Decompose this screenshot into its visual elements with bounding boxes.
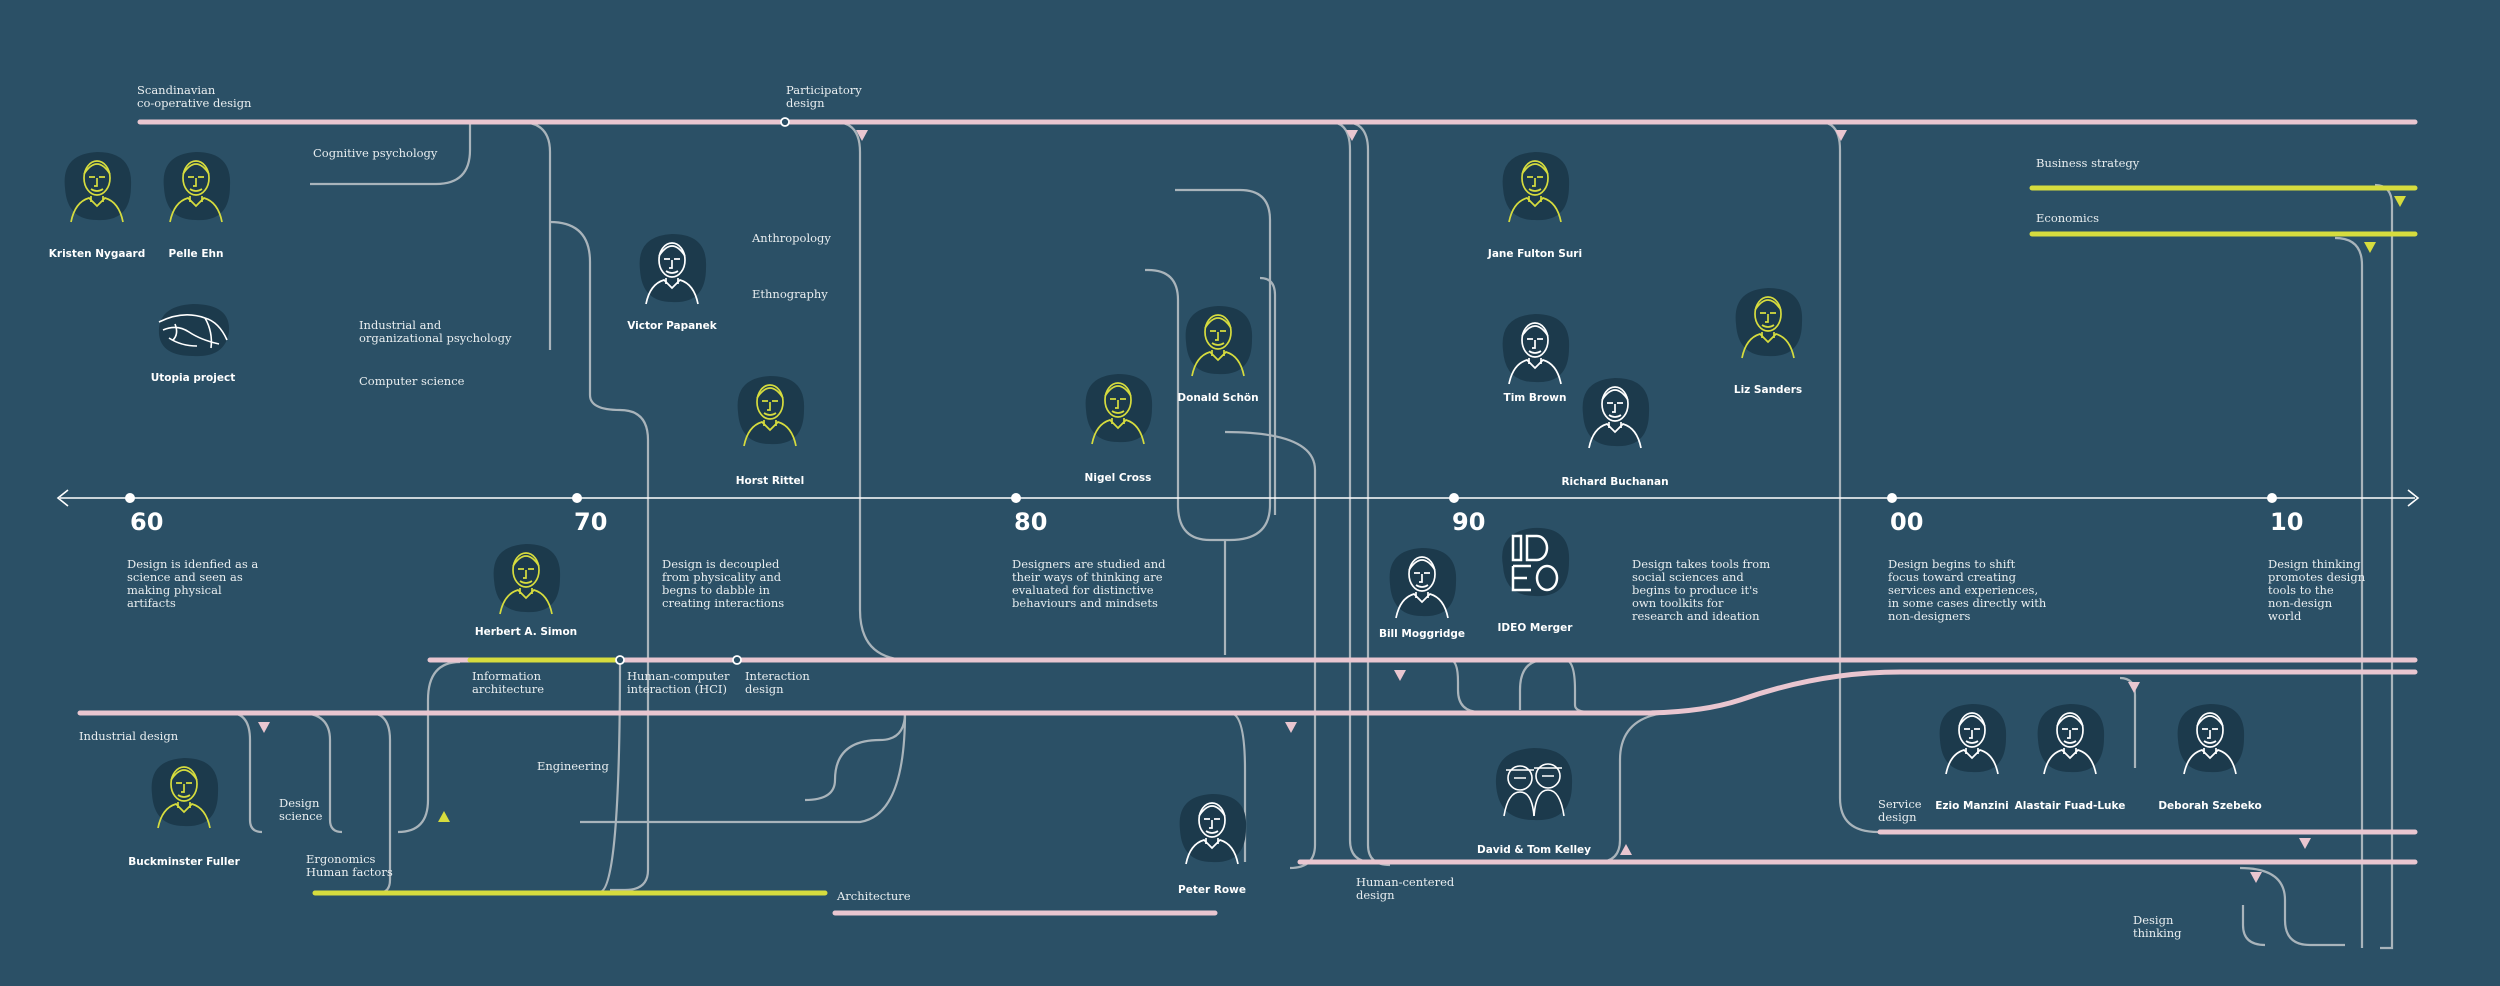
jane-fulton-suri-portrait-icon	[1495, 146, 1575, 226]
stream-label-ergonomics: Ergonomics Human factors	[306, 852, 393, 879]
person-name-label: Victor Papanek	[627, 320, 717, 332]
stream-label-anthropology: Anthropology	[752, 231, 831, 245]
liz-sanders-portrait-icon	[1728, 282, 1808, 362]
stream-label-information-architecture: Information architecture	[472, 669, 545, 696]
decade-80-label: 80	[1014, 508, 1048, 536]
direction-markers	[258, 130, 2406, 883]
person-name-label: IDEO Merger	[1497, 622, 1573, 634]
stream-label-industrial-org: Industrial and organizational psychology	[359, 318, 512, 345]
stream-label-service-design: Service design	[1878, 797, 1922, 824]
decade-70-description: Design is decoupled from physicality and…	[662, 557, 785, 610]
person-name-label: Richard Buchanan	[1561, 476, 1669, 488]
person-name-label: Tim Brown	[1503, 392, 1567, 404]
decade-10-description: Design thinking promotes design tools to…	[2268, 557, 2366, 623]
buckminster-fuller-portrait-icon	[144, 752, 224, 832]
person-name-label: Utopia project	[150, 372, 236, 384]
horst-rittel-portrait-icon	[730, 370, 810, 450]
ideo-logo-icon	[1495, 522, 1575, 602]
person-name-label: Peter Rowe	[1178, 884, 1246, 896]
pelle-ehn-portrait-icon	[156, 146, 236, 226]
person-name-label: David & Tom Kelley	[1476, 844, 1592, 856]
stream-label-interaction-design: Interaction design	[745, 669, 810, 696]
decade-60-description: Design is idenfied as a science and seen…	[127, 557, 259, 610]
decade-00-description: Design begins to shift focus toward crea…	[1888, 557, 2047, 623]
stream-label-architecture: Architecture	[837, 889, 911, 903]
person-name-label: Ezio Manzini	[1935, 800, 2009, 812]
kristen-nygaard-portrait-icon	[57, 146, 137, 226]
decade-00-label: 00	[1890, 508, 1924, 536]
bill-moggridge-portrait-icon	[1382, 542, 1462, 622]
yellow-streams	[257, 181, 2418, 896]
stream-label-business: Business strategy	[2036, 156, 2140, 170]
main-axis	[56, 489, 2420, 507]
stream-label-computer-science: Computer science	[359, 374, 465, 388]
stream-nodes	[615, 117, 790, 665]
peter-rowe-portrait-icon	[1172, 788, 1252, 868]
deborah-szebeko-portrait-icon	[2170, 698, 2250, 778]
decade-80-description: Designers are studied and their ways of …	[1012, 557, 1166, 610]
person-name-label: Herbert A. Simon	[474, 626, 578, 638]
kelley-brothers-portrait-icon	[1494, 744, 1574, 824]
stream-label-human-centered: Human-centered design	[1356, 875, 1455, 902]
alastair-fuad-luke-portrait-icon	[2030, 698, 2110, 778]
stream-label-cognitive: Cognitive psychology	[313, 146, 438, 160]
stream-label-ethnography: Ethnography	[752, 287, 828, 301]
stream-label-participatory: Participatory design	[786, 83, 862, 110]
nigel-cross-portrait-icon	[1078, 368, 1158, 448]
decade-70-label: 70	[574, 508, 608, 536]
person-name-label: Horst Rittel	[735, 475, 805, 487]
stream-label-design-science: Design science	[279, 796, 323, 823]
victor-papanek-portrait-icon	[632, 228, 712, 308]
stream-label-scandinavian: Scandinavian co-operative design	[137, 83, 252, 110]
person-name-label: Alastair Fuad-Luke	[2014, 800, 2126, 812]
stream-label-engineering: Engineering	[537, 759, 609, 773]
person-name-label: Deborah Szebeko	[2158, 800, 2262, 812]
utopia-hand-icon	[153, 288, 233, 368]
decade-60-label: 60	[130, 508, 164, 536]
stream-label-design-thinking: Design thinking	[2133, 913, 2182, 940]
ezio-manzini-portrait-icon	[1932, 698, 2012, 778]
person-name-label: Buckminster Fuller	[128, 856, 240, 868]
person-name-label: Pelle Ehn	[168, 248, 224, 260]
decade-10-label: 10	[2270, 508, 2304, 536]
person-name-label: Nigel Cross	[1084, 472, 1152, 484]
person-name-label: Bill Moggridge	[1378, 628, 1466, 640]
richard-buchanan-portrait-icon	[1575, 372, 1655, 452]
herbert-simon-portrait-icon	[486, 538, 566, 618]
decade-90-label: 90	[1452, 508, 1486, 536]
stream-label-industrial-design: Industrial design	[79, 729, 179, 743]
decade-90-description: Design takes tools from social sciences …	[1632, 557, 1771, 623]
person-name-label: Liz Sanders	[1733, 384, 1803, 396]
stream-label-hci: Human-computer interaction (HCI)	[627, 669, 730, 696]
tim-brown-portrait-icon	[1495, 308, 1575, 388]
person-name-label: Donald Schön	[1177, 392, 1259, 404]
pink-streams	[77, 119, 2418, 916]
stream-label-economics: Economics	[2036, 211, 2100, 225]
donald-schon-portrait-icon	[1178, 300, 1258, 380]
person-name-label: Jane Fulton Suri	[1487, 248, 1583, 260]
connector-curves	[229, 120, 2410, 950]
person-name-label: Kristen Nygaard	[48, 248, 146, 260]
